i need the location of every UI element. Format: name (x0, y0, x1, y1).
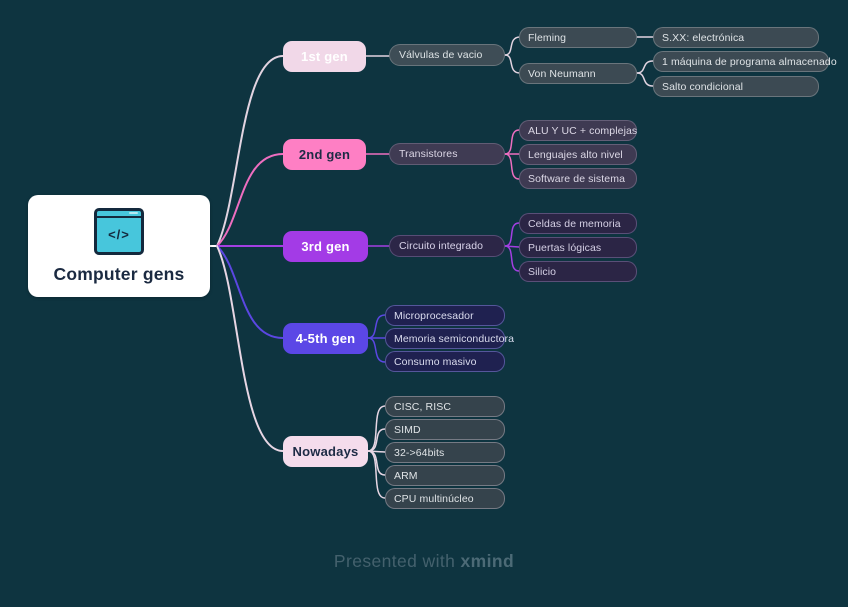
topic-4-5th-gen[interactable]: 4-5th gen (283, 323, 368, 354)
topic-circuito-integrado[interactable]: Circuito integrado (389, 235, 505, 257)
topic-celdas-de-memoria[interactable]: Celdas de memoria (519, 213, 637, 234)
topic-sxx-electronica[interactable]: S.XX: electrónica (653, 27, 819, 48)
topic-1st-gen[interactable]: 1st gen (283, 41, 366, 72)
watermark-prefix: Presented with (333, 551, 456, 571)
watermark: Presented with xmind (0, 551, 848, 572)
topic-salto-condicional[interactable]: Salto condicional (653, 76, 819, 97)
root-topic[interactable]: </> Computer gens (28, 195, 210, 297)
topic-alu-y-uc[interactable]: ALU Y UC + complejas (519, 120, 637, 141)
topic-puertas-logicas[interactable]: Puertas lógicas (519, 237, 637, 258)
code-window-icon: </> (94, 207, 144, 255)
topic-transistores[interactable]: Transistores (389, 143, 505, 165)
topic-3rd-gen[interactable]: 3rd gen (283, 231, 368, 262)
topic-fleming[interactable]: Fleming (519, 27, 637, 48)
topic-microprocesador[interactable]: Microprocesador (385, 305, 505, 326)
topic-simd[interactable]: SIMD (385, 419, 505, 440)
topic-nowadays[interactable]: Nowadays (283, 436, 368, 467)
topic-cisc-risc[interactable]: CISC, RISC (385, 396, 505, 417)
root-topic-label: Computer gens (53, 263, 185, 284)
topic-cpu-multinucleo[interactable]: CPU multinúcleo (385, 488, 505, 509)
topic-valvulas-de-vacio[interactable]: Válvulas de vacio (389, 44, 505, 66)
topic-von-neumann[interactable]: Von Neumann (519, 63, 637, 84)
topic-software-de-sistema[interactable]: Software de sistema (519, 168, 637, 189)
topic-arm[interactable]: ARM (385, 465, 505, 486)
topic-2nd-gen[interactable]: 2nd gen (283, 139, 366, 170)
topic-maquina-programa-almacenado[interactable]: 1 máquina de programa almacenado (653, 51, 837, 72)
topic-lenguajes-alto-nivel[interactable]: Lenguajes alto nivel (519, 144, 637, 165)
topic-32-64bits[interactable]: 32->64bits (385, 442, 505, 463)
topic-memoria-semiconductora[interactable]: Memoria semiconductora (385, 328, 514, 349)
topic-consumo-masivo[interactable]: Consumo masivo (385, 351, 505, 372)
topic-silicio[interactable]: Silicio (519, 261, 637, 282)
xmind-brand: xmind (460, 551, 515, 571)
code-glyph: </> (108, 226, 130, 242)
